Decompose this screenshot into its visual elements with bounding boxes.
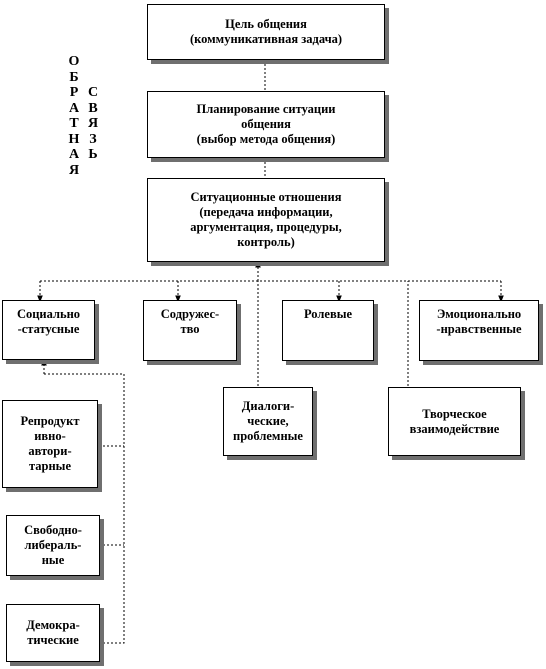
bracket-lower-group <box>44 373 125 644</box>
goal-line-1: Цель общения <box>225 17 307 31</box>
situational-line-3: аргументация, процедуры, <box>190 220 342 234</box>
goal-box: Цель общения (коммуникативная задача) <box>147 4 385 60</box>
dialogic-problematic-box: Диалоги- ческие, проблемные <box>223 387 313 456</box>
liberal-line-3: ные <box>41 553 65 567</box>
planning-box: Планирование ситуации общения (выбор мет… <box>147 91 385 158</box>
dialogic-line-3: проблемные <box>233 429 303 443</box>
reproductive-authoritarian-box: Репродукт ивно- автори- тарные <box>2 400 98 488</box>
democratic-line-1: Демокра- <box>26 618 80 632</box>
reproductive-line-1: Репродукт <box>20 414 80 428</box>
feedback-label-col1: О Б Р А Т Н А Я <box>67 54 81 178</box>
cooperation-box: Содружес- тво <box>143 300 237 361</box>
feedback-label-col2: С В Я З Ь <box>86 85 100 163</box>
dialogic-line-1: Диалоги- <box>241 399 295 413</box>
feedback-letter: Я <box>87 116 99 131</box>
emotional-line-2: -нравственные <box>436 322 522 336</box>
feedback-letter: А <box>68 147 80 162</box>
feedback-letter: С <box>87 85 99 100</box>
feedback-letter: О <box>68 54 80 69</box>
social-line-2: -статусные <box>17 322 80 336</box>
liberal-line-2: либераль- <box>24 538 82 552</box>
reproductive-line-2: ивно- <box>34 429 66 443</box>
cooperation-line-1: Содружес- <box>160 307 220 321</box>
feedback-letter: А <box>68 100 80 116</box>
reproductive-line-4: тарные <box>28 459 71 473</box>
liberal-box: Свободно- либераль- ные <box>6 515 100 576</box>
social-status-box: Социально -статусные <box>2 300 95 360</box>
feedback-letter: Б <box>69 69 79 85</box>
role-box: Ролевые <box>282 300 374 361</box>
emotional-line-1: Эмоционально <box>436 307 522 321</box>
goal-line-2: (коммуникативная задача) <box>189 32 343 46</box>
situational-box: Ситуационные отношения (передача информа… <box>147 178 385 262</box>
creative-line-2: взаимодействие <box>409 421 500 436</box>
situational-line-2: (передача информации, <box>199 205 333 219</box>
feedback-letter: З <box>89 131 97 147</box>
role-line-1: Ролевые <box>303 307 353 321</box>
feedback-letter: В <box>88 100 98 116</box>
cooperation-line-2: тво <box>180 322 200 336</box>
feedback-letter: Я <box>68 162 80 178</box>
planning-line-3: (выбор метода общения) <box>196 132 336 146</box>
reproductive-line-3: автори- <box>28 444 72 458</box>
creative-line-1: Творческое <box>422 406 487 421</box>
situational-line-4: контроль) <box>237 235 295 249</box>
feedback-letter: Н <box>68 131 80 147</box>
situational-line-1: Ситуационные отношения <box>190 190 342 204</box>
feedback-letter: Ь <box>88 147 98 162</box>
planning-line-1: Планирование ситуации <box>196 102 336 116</box>
liberal-line-1: Свободно- <box>24 523 82 537</box>
creative-interaction-box: Творческое взаимодействие <box>388 387 521 456</box>
dialogic-line-2: ческие, <box>247 414 289 428</box>
social-line-1: Социально <box>16 307 81 321</box>
feedback-letter: Т <box>69 116 79 131</box>
democratic-line-2: тические <box>27 633 79 647</box>
emotional-moral-box: Эмоционально -нравственные <box>419 300 539 361</box>
democratic-box: Демокра- тические <box>6 604 100 662</box>
planning-line-2: общения <box>241 117 291 131</box>
feedback-letter: Р <box>69 85 79 100</box>
